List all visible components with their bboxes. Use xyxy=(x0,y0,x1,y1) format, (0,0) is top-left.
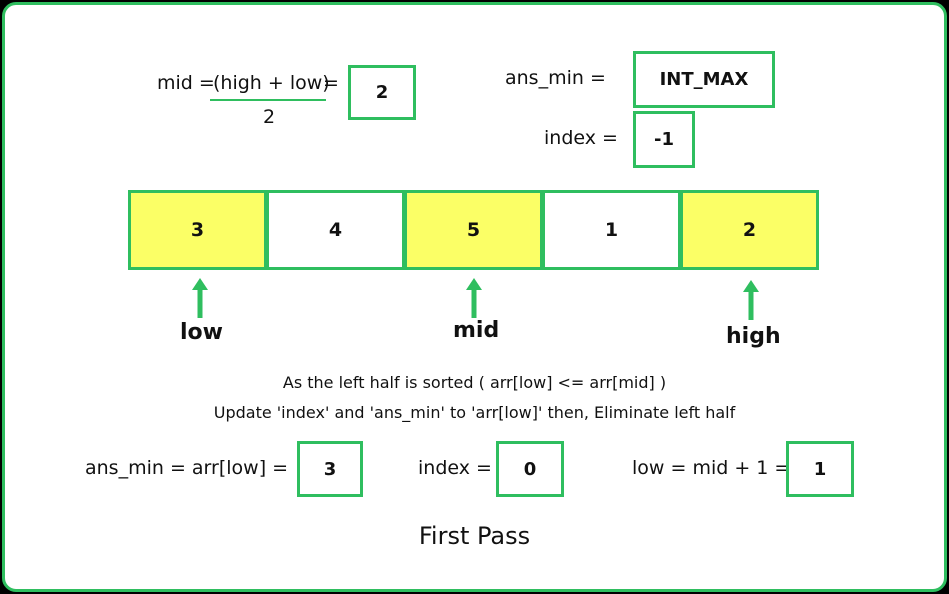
array-cell-3: 1 xyxy=(542,190,681,270)
low-arrow-icon xyxy=(192,278,208,318)
mid-formula-denominator: 2 xyxy=(263,106,276,128)
ans-min-init-box: INT_MAX xyxy=(633,51,775,108)
mid-pointer-label: mid xyxy=(453,318,500,343)
mid-value-box: 2 xyxy=(348,65,416,120)
update-index-box: 0 xyxy=(496,441,564,497)
array-cell-2: 5 xyxy=(404,190,543,270)
index-init-label: index = xyxy=(544,127,618,149)
note-line-1: As the left half is sorted ( arr[low] <=… xyxy=(282,373,667,392)
mid-formula-numerator: (high + low) xyxy=(213,72,330,94)
ans-min-init-label: ans_min = xyxy=(505,67,606,89)
mid-arrow-icon xyxy=(466,278,482,318)
high-arrow-icon xyxy=(743,280,759,320)
array-cell-0: 3 xyxy=(128,190,267,270)
mid-formula-equals: = xyxy=(323,72,339,94)
update-ans-min-box: 3 xyxy=(297,441,363,497)
fraction-line xyxy=(210,99,326,101)
update-low-box: 1 xyxy=(786,441,854,497)
array: 3 4 5 1 2 xyxy=(128,190,819,270)
index-init-box: -1 xyxy=(633,111,695,168)
array-cell-1: 4 xyxy=(266,190,405,270)
update-index-label: index = xyxy=(418,457,492,479)
update-low-label: low = mid + 1 = xyxy=(632,457,791,479)
array-cell-4: 2 xyxy=(680,190,819,270)
high-pointer-label: high xyxy=(726,324,781,349)
mid-formula-prefix: mid = xyxy=(157,72,215,94)
caption: First Pass xyxy=(418,522,531,550)
note-line-2: Update 'index' and 'ans_min' to 'arr[low… xyxy=(213,403,736,422)
update-ans-min-label: ans_min = arr[low] = xyxy=(85,457,289,479)
low-pointer-label: low xyxy=(180,320,223,345)
